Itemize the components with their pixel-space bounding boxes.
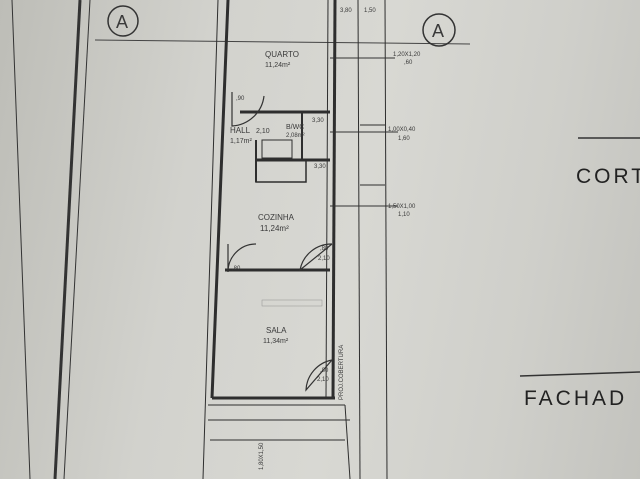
room-bwc-name: B/WC [286,124,304,131]
window-specs: 1,20X1,20 ,60 1,00X0,40 1,60 1,50X1,00 1… [388,52,421,218]
room-cozinha-name: COZINHA [258,213,295,222]
plan-walls [202,0,388,479]
door-label-entrada: ,80 [320,368,329,374]
proj-cobertura-label: PROJ.COBERTURA [339,345,345,400]
title-fachada: FACHAD [524,387,627,410]
room-bwc-area: 2,08m² [286,133,305,139]
room-quarto-area: 11,24m² [265,62,291,69]
section-line-a: A A [94,5,471,47]
dim-cozinha-top: 3,30 [314,164,326,170]
window-spec-quarto: 1,20X1,20 [393,52,421,58]
door-label-cozinha: ,80 [232,266,241,272]
title-corte: CORT [576,165,640,188]
window-height-quarto: ,60 [404,60,413,66]
dim-door-cozinha: 2,10 [318,256,330,262]
dimension-labels: 3,80 1,50 3,30 3,30 2,10 2,10 ,90 ,80 ,8… [232,8,376,383]
section-marker-right [422,13,456,47]
dim-top: 3,80 [340,8,352,14]
door-swing-hall [231,92,265,127]
dim-bwc: 3,30 [312,118,324,124]
room-cozinha-area: 11,24m² [260,224,289,233]
window-height-cozinha: 1,10 [398,212,410,218]
room-hall-area: 1,17m² [230,138,252,145]
room-hall-dim: 2,10 [256,128,270,135]
window-spec-cozinha: 1,50X1,00 [388,204,416,210]
sheet-margin-lines [11,0,91,479]
sheet-titles: CORT FACHAD [519,137,640,410]
door-swing-entrada [305,359,333,392]
room-quarto-name: QUARTO [265,50,299,59]
section-marker-left-label: A [116,12,128,32]
door-swing-cozinha [227,243,257,273]
dim-door-sala: 2,10 [317,377,329,383]
door-label-sala: ,80 [320,246,329,252]
section-marker-left [107,5,139,37]
door-label-hall: ,90 [236,96,245,102]
dim-top-right: 1,50 [364,8,376,14]
door-swings [227,92,333,392]
room-sala-name: SALA [266,326,287,335]
room-sala-area: 11,34m² [263,338,289,345]
window-spec-bwc: 1,00X0,40 [388,127,416,133]
window-leaders [330,57,398,207]
bottom-window-label: 1,80X1,50 [259,442,265,470]
door-swing-sala [299,243,333,272]
room-labels: QUARTO 11,24m² HALL 2,10 1,17m² B/WC 2,0… [230,50,305,345]
window-height-bwc: 1,60 [398,136,410,142]
room-hall-name: HALL [230,126,251,135]
section-marker-right-label: A [432,21,444,41]
